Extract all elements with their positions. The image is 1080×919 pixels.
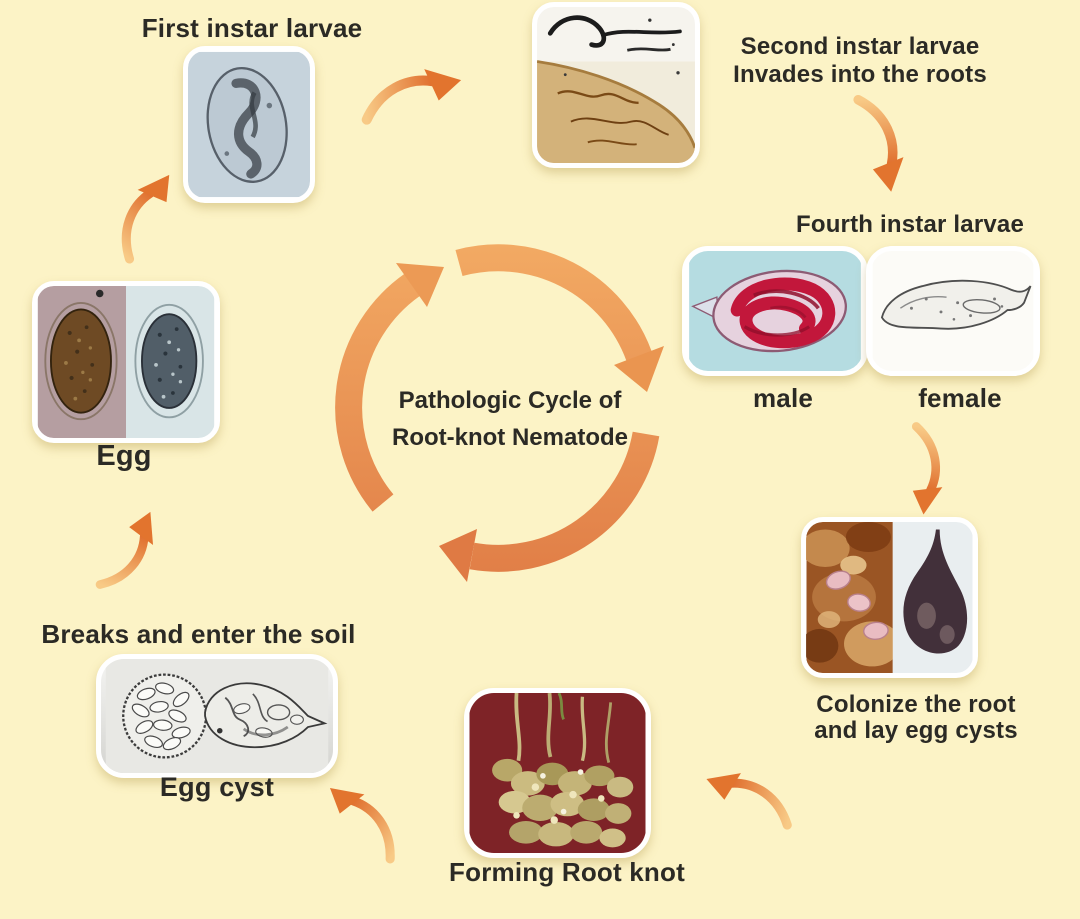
colonize-label: Colonize the root and lay egg cysts — [798, 692, 1034, 744]
fourth-instar-female-image — [872, 251, 1034, 371]
colonize-label-line-2: and lay egg cysts — [814, 717, 1018, 744]
arrow-first-to-second-instar-icon — [353, 59, 472, 134]
cycle-title: Pathologic Cycle of Root-knot Nematode — [360, 382, 660, 456]
female-label: female — [918, 383, 1002, 413]
second-instar-label: Second instar larvae Invades into the ro… — [705, 33, 1015, 89]
male-label: male — [752, 383, 814, 413]
cycle-arrows-icon — [308, 212, 688, 610]
cycle-title-line-1: Pathologic Cycle of — [398, 387, 622, 414]
fourth-instar-male-image — [689, 251, 861, 371]
colonize-image — [806, 522, 973, 673]
egg-label: Egg — [96, 440, 152, 472]
arrow-female-to-colonize-icon — [887, 419, 958, 522]
arrow-rootknot-to-eggcyst-icon — [305, 770, 418, 872]
arrow-egg-to-first-instar-icon — [94, 160, 200, 272]
first-instar-card — [183, 46, 315, 203]
second-instar-image — [537, 7, 695, 163]
cycle-title-line-2: Root-knot Nematode — [392, 424, 628, 451]
fourth-instar-male-card — [682, 246, 868, 376]
egg-image — [37, 286, 215, 438]
fourth-instar-label: Fourth instar larvae — [795, 211, 1025, 238]
rootknot-image — [469, 693, 646, 853]
egg-card — [32, 281, 220, 443]
arrow-eggcyst-to-egg-icon — [85, 495, 169, 603]
fourth-instar-female-card — [866, 246, 1040, 376]
colonize-card — [801, 517, 978, 678]
second-instar-label-line-2: Invades into the roots — [733, 61, 987, 88]
colonize-label-line-1: Colonize the root — [816, 691, 1016, 718]
eggcyst-label: Egg cyst — [159, 772, 275, 802]
first-instar-label: First instar larvae — [141, 13, 363, 43]
breaks-heading: Breaks and enter the soil — [41, 619, 356, 649]
first-instar-image — [188, 51, 310, 198]
second-instar-card — [532, 2, 700, 168]
arrow-second-to-fourth-instar-icon — [844, 90, 911, 200]
second-instar-label-line-1: Second instar larvae — [740, 33, 980, 60]
rootknot-card — [464, 688, 651, 858]
arrow-colonize-to-rootknot-icon — [693, 760, 804, 839]
eggcyst-card — [96, 654, 338, 778]
eggcyst-image — [101, 659, 333, 773]
rootknot-label: Forming Root knot — [449, 857, 685, 887]
